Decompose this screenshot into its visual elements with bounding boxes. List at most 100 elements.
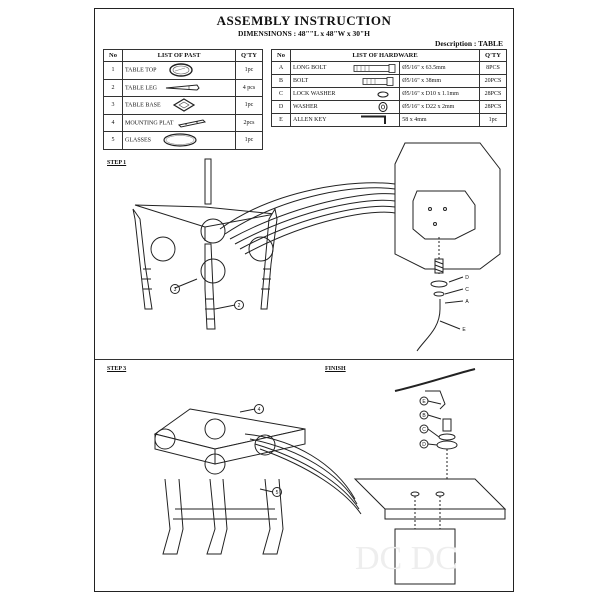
part-cell: TABLE BASE <box>122 96 236 115</box>
part-name: TABLE TOP <box>125 67 157 74</box>
hardware-row: D WASHER Ø5/16" x D22 x 2mm 28PCS <box>271 100 507 114</box>
callout-finish-b: B <box>422 413 426 419</box>
step1-detail-corner <box>394 142 501 352</box>
callout-step1-a: A <box>465 299 469 305</box>
hardware-row: B BOLT Ø5/16" x 38mm 20PCS <box>271 74 507 88</box>
callout-step1-3: 3 <box>174 287 177 293</box>
part-qty: 2pcs <box>235 113 263 132</box>
section-divider <box>95 359 513 360</box>
hardware-pic-cell <box>351 113 400 127</box>
step1-table-assembly <box>132 158 396 330</box>
callout-step1-c: C <box>465 287 469 293</box>
hardware-table: No LIST OF HARDWARE Q'TY A LONG BOLT Ø5/… <box>271 49 507 127</box>
step-3-label: STEP 3 <box>107 366 127 372</box>
part-no: 5 <box>103 131 123 150</box>
hardware-row: E ALLEN KEY 58 x 4mm 1pc <box>271 113 507 127</box>
hardware-pic-cell <box>351 87 400 101</box>
lock-washer-icon <box>377 90 389 98</box>
part-qty: 1pc <box>235 96 263 115</box>
parts-header-name: LIST OF PAST <box>122 49 236 62</box>
part-cell: TABLE LEG <box>122 78 236 97</box>
hardware-spec: Ø5/16" x D10 x 1.1mm <box>399 87 480 101</box>
hardware-pic-cell <box>351 74 400 88</box>
page-title: ASSEMBLY INSTRUCTION <box>216 13 392 28</box>
washer-icon <box>378 102 388 112</box>
part-qty: 1pc <box>235 131 263 150</box>
hardware-pic-cell <box>351 100 400 114</box>
finish-detail <box>353 368 507 585</box>
callout-finish-d: D <box>422 442 426 448</box>
parts-row: 3 TABLE BASE 1pc <box>103 96 263 115</box>
hardware-name: WASHER <box>290 100 352 114</box>
parts-header-row: No LIST OF PAST Q'TY <box>103 49 263 62</box>
part-qty: 1pc <box>235 61 263 80</box>
parts-table: No LIST OF PAST Q'TY 1 TABLE TOP 1pc 2 T… <box>103 49 263 150</box>
part-name: GLASSES <box>125 137 152 144</box>
hardware-no: E <box>271 113 291 127</box>
hardware-row: A LONG BOLT Ø5/16" x 63.5mm 8PCS <box>271 61 507 75</box>
part-name: MOUNTING PLAT <box>125 120 174 127</box>
mounting-plate-icon <box>177 119 206 128</box>
hardware-name: ALLEN KEY <box>290 113 352 127</box>
parts-row: 5 GLASSES 1pc <box>103 131 263 150</box>
step3-table-assembly <box>153 404 362 555</box>
part-no: 1 <box>103 61 123 80</box>
hardware-spec: Ø5/16" x D22 x 2mm <box>399 100 480 114</box>
callout-step3-4: 4 <box>258 407 261 413</box>
table-leg-icon <box>165 84 200 91</box>
parts-header-qty: Q'TY <box>235 49 263 62</box>
table-base-icon <box>173 98 196 112</box>
hardware-name: LOCK WASHER <box>290 87 352 101</box>
hardware-spec: Ø5/16" x 38mm <box>399 74 480 88</box>
instruction-sheet: ASSEMBLY INSTRUCTION DIMENSINONS : 48""L… <box>94 8 514 592</box>
long-bolt-icon <box>353 63 396 73</box>
hardware-qty: 20PCS <box>479 74 507 88</box>
dimensions-line: DIMENSINONS : 48""L x 48"W x 30"H <box>238 29 370 38</box>
hardware-spec: 58 x 4mm <box>399 113 480 127</box>
bolt-icon <box>362 76 394 86</box>
parts-row: 4 MOUNTING PLAT 2pcs <box>103 113 263 132</box>
watermark-logo: DC DC <box>355 540 458 577</box>
hardware-qty: 28PCS <box>479 100 507 114</box>
hardware-qty: 28PCS <box>479 87 507 101</box>
parts-header-no: No <box>103 49 123 62</box>
callout-finish-c: C <box>422 427 426 433</box>
hardware-no: B <box>271 74 291 88</box>
part-name: TABLE BASE <box>125 102 161 109</box>
parts-row: 1 TABLE TOP 1pc <box>103 61 263 80</box>
description-label: Description : TABLE <box>434 39 503 48</box>
callout-finish-e: E <box>422 399 426 405</box>
glass-top-icon <box>162 133 197 147</box>
hardware-no: A <box>271 61 291 75</box>
hardware-pic-cell <box>351 61 400 75</box>
hardware-no: D <box>271 100 291 114</box>
callout-step1-d: D <box>465 275 469 281</box>
hardware-no: C <box>271 87 291 101</box>
callout-step1-e: E <box>462 327 466 333</box>
part-no: 4 <box>103 113 123 132</box>
part-name: TABLE LEG <box>125 85 158 92</box>
step-1-label: STEP 1 <box>107 160 127 166</box>
callout-step3-5: 5 <box>276 490 279 496</box>
hardware-qty: 1pc <box>479 113 507 127</box>
finish-label: FINISH <box>325 366 346 372</box>
allen-key-icon <box>361 115 387 124</box>
part-cell: MOUNTING PLAT <box>122 113 236 132</box>
hardware-header-no: No <box>271 49 291 62</box>
hardware-row: C LOCK WASHER Ø5/16" x D10 x 1.1mm 28PCS <box>271 87 507 101</box>
callout-step1-2: 2 <box>238 303 241 309</box>
hardware-header-row: No LIST OF HARDWARE Q'TY <box>271 49 507 62</box>
parts-row: 2 TABLE LEG 4 pcs <box>103 78 263 97</box>
hardware-header-qty: Q'TY <box>479 49 507 62</box>
hardware-name: BOLT <box>290 74 352 88</box>
hardware-name: LONG BOLT <box>290 61 352 75</box>
round-table-top-icon <box>169 63 193 77</box>
part-no: 2 <box>103 78 123 97</box>
part-qty: 4 pcs <box>235 78 263 97</box>
hardware-header-name: LIST OF HARDWARE <box>290 49 480 62</box>
part-cell: TABLE TOP <box>122 61 236 80</box>
part-no: 3 <box>103 96 123 115</box>
hardware-qty: 8PCS <box>479 61 507 75</box>
hardware-spec: Ø5/16" x 63.5mm <box>399 61 480 75</box>
part-cell: GLASSES <box>122 131 236 150</box>
